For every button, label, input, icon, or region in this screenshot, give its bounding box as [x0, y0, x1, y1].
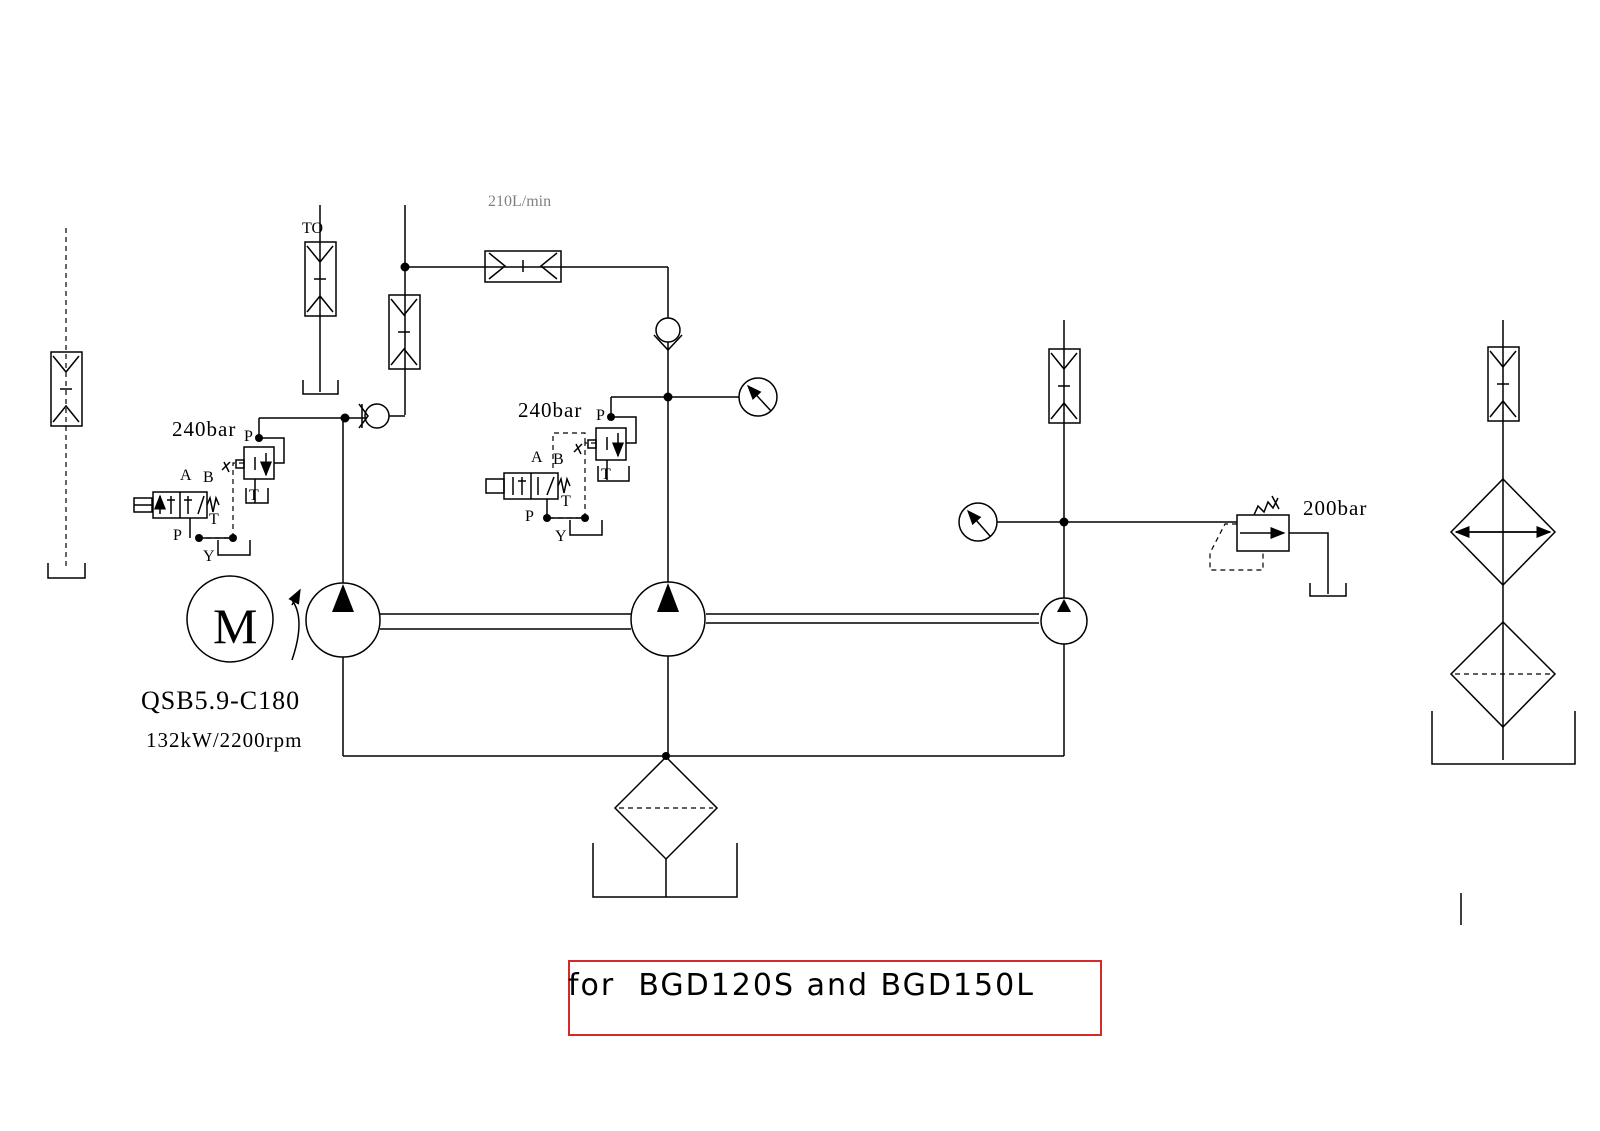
drive-shaft [380, 613, 1039, 630]
relief-valve-left: 240bar P T A B P T [133, 413, 365, 565]
pump-left-icon [305, 418, 381, 756]
tank-main-icon [592, 843, 738, 898]
port-t-label-dv-mid: T [561, 493, 571, 510]
tank-far-right-icon [1431, 711, 1576, 765]
right-circuit: 200bar [958, 320, 1367, 598]
engine-rating-label: 132kW/2200rpm [146, 728, 302, 752]
port-b-label-left: B [203, 469, 214, 486]
port-a-label-mid: A [531, 449, 543, 466]
port-a-label-left: A [180, 467, 192, 484]
to-label: TO [302, 220, 323, 237]
suction-line [343, 752, 1064, 898]
upper-feed-line [388, 205, 669, 415]
return-filter-icon [1449, 620, 1557, 729]
cooler-far-right-icon [1487, 346, 1520, 422]
pressure-gauge-mid-icon [668, 377, 778, 417]
tank-top-icon [302, 380, 339, 395]
motor: M QSB5.9-C180 132kW/2200rpm [141, 575, 302, 752]
relief-right-label: 200bar [1303, 496, 1367, 520]
tank-left-icon [47, 563, 86, 579]
pump-mid-icon [630, 397, 706, 756]
port-y-label-mid: Y [555, 528, 567, 545]
check-valve-left-icon [358, 403, 405, 429]
port-t-label-dv-left: T [209, 511, 219, 528]
cooler-right-icon [1048, 348, 1081, 424]
engine-model-label: QSB5.9-C180 [141, 686, 300, 715]
left-return-line [47, 228, 86, 579]
port-p-label: P [244, 428, 253, 445]
flow-label-cut: 210L/min [488, 193, 551, 210]
port-t-label-left: T [249, 487, 259, 504]
tank-right-icon [1309, 583, 1347, 597]
restrictor-icon [484, 250, 562, 283]
port-y-label-left: Y [203, 548, 215, 565]
motor-icon [186, 575, 274, 663]
relief-mid-label: 240bar [518, 398, 582, 422]
port-p-label-dv-left: P [173, 527, 182, 544]
caption-box [568, 960, 1102, 1036]
port-p-label-dv-mid: P [525, 508, 534, 525]
return-filter-cooler [1431, 320, 1576, 925]
caption: for BGD120S and BGD150L [568, 968, 1035, 1003]
check-valve-mid-icon [653, 317, 683, 397]
port-p-label-mid: P [596, 407, 605, 424]
motor-letter: M [213, 598, 257, 654]
heat-exchanger-icon [1449, 477, 1557, 587]
relief-valve-mid: 240bar P T A B P T Y [485, 392, 673, 545]
to-line: TO [302, 205, 339, 395]
cooler-top-icon [304, 241, 337, 317]
cooler-left-icon [50, 351, 83, 427]
port-t-label-mid: T [601, 466, 611, 483]
pressure-gauge-right-icon [958, 502, 998, 542]
pump-right-icon [1040, 597, 1088, 756]
port-b-label-mid: B [553, 451, 564, 468]
cooler-mid-icon [388, 294, 421, 370]
relief-left-label: 240bar [172, 417, 236, 441]
